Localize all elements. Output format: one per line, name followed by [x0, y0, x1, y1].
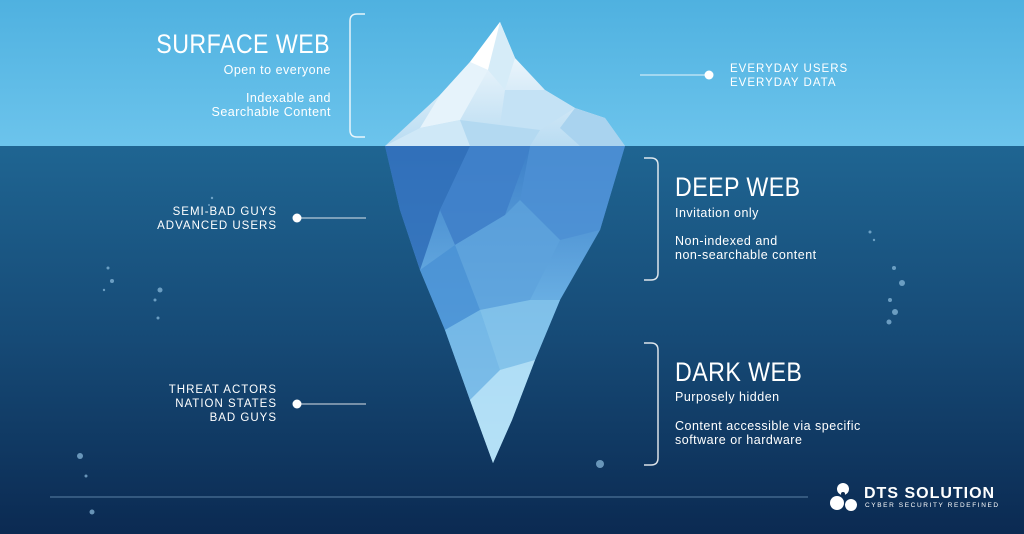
surface-web-desc-1: Indexable and	[245, 91, 331, 105]
surface-web-users-1: EVERYDAY USERS	[730, 63, 849, 75]
surface-web-subtitle: Open to everyone	[223, 63, 331, 77]
surface-connector	[640, 70, 714, 80]
deep-web-subtitle: Invitation only	[675, 206, 759, 220]
bubbles	[77, 196, 905, 515]
dark-web-desc-1: Content accessible via specific	[675, 419, 861, 433]
iceberg-underwater	[385, 146, 625, 463]
dark-web-title: DARK WEB	[675, 357, 803, 387]
deep-connector	[292, 213, 366, 223]
iceberg-tip	[385, 22, 625, 146]
deep-web-desc-2: non-searchable content	[675, 248, 817, 262]
dark-web-users-1: THREAT ACTORS	[168, 384, 277, 396]
deep-bracket	[644, 157, 659, 281]
dark-web-desc-2: software or hardware	[675, 433, 803, 447]
deep-web-title: DEEP WEB	[675, 172, 801, 202]
surface-web-title: SURFACE WEB	[156, 29, 330, 59]
deep-web-users-1: SEMI-BAD GUYS	[172, 206, 277, 218]
dark-web-subtitle: Purposely hidden	[675, 390, 780, 404]
surface-bracket	[349, 13, 365, 138]
dark-bracket	[644, 342, 659, 466]
dark-web-users-2: NATION STATES	[175, 398, 277, 410]
dark-connector	[292, 399, 366, 409]
dark-web-users-3: BAD GUYS	[209, 412, 277, 424]
deep-web-desc-1: Non-indexed and	[675, 234, 778, 248]
deep-web-users-2: ADVANCED USERS	[157, 220, 277, 232]
logo-tagline: CYBER SECURITY REDEFINED	[865, 502, 1000, 509]
dts-logo-icon	[830, 483, 857, 511]
surface-web-users-2: EVERYDAY DATA	[730, 77, 837, 89]
logo-name: DTS SOLUTION	[864, 485, 996, 502]
surface-web-desc-2: Searchable Content	[211, 105, 331, 119]
